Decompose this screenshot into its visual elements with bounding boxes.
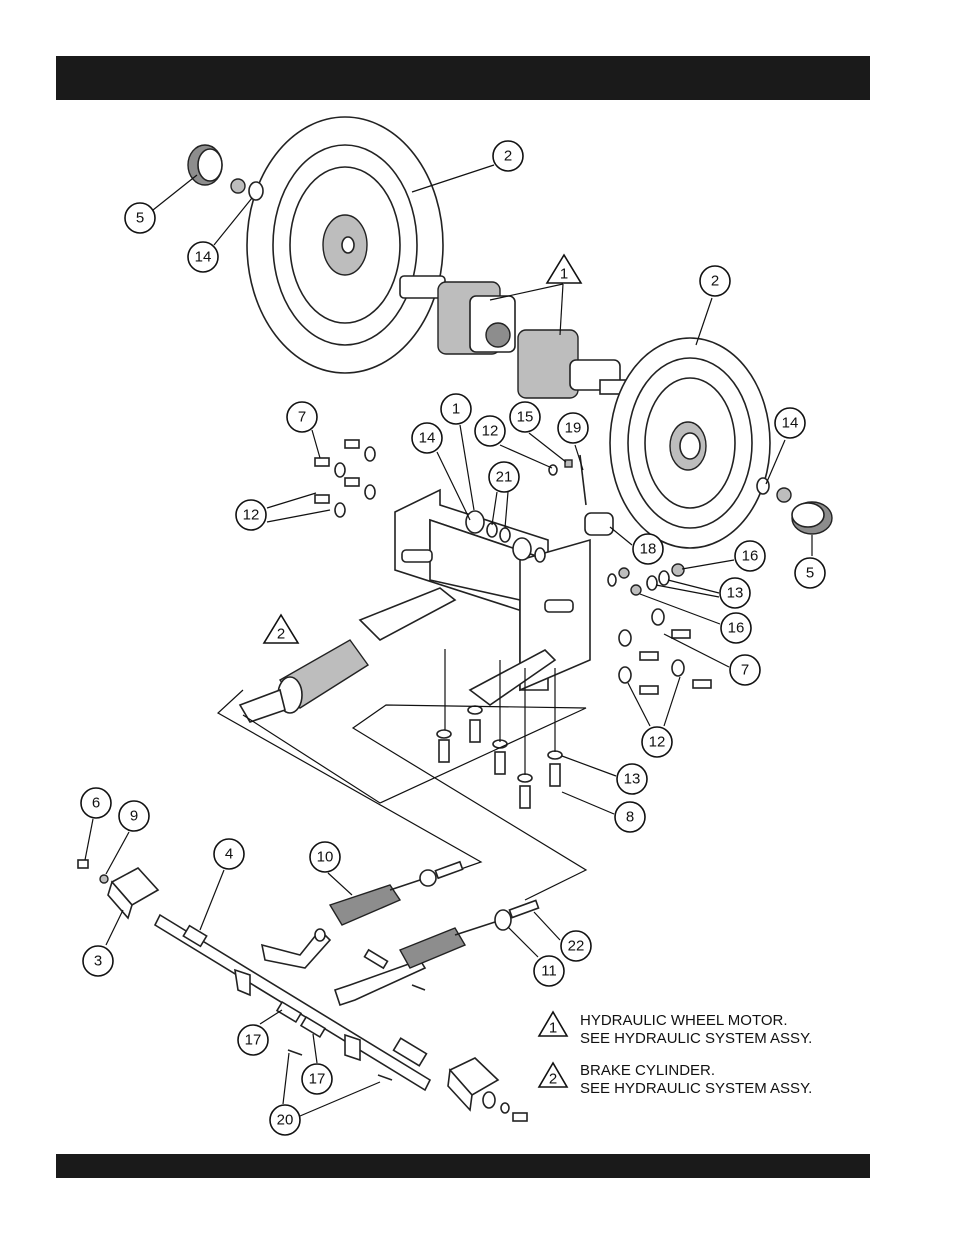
- hydraulic-motor-right: [518, 330, 630, 398]
- callout-label: 7: [298, 409, 306, 426]
- callout-label: 11: [541, 963, 557, 980]
- callout-label: 3: [94, 953, 102, 970]
- callout-label: 9: [130, 808, 138, 825]
- callout-12: 12: [642, 727, 672, 757]
- callout-label: 6: [92, 795, 100, 812]
- note-2-line-1: BRAKE CYLINDER.: [580, 1062, 812, 1080]
- callout-label: 16: [728, 620, 745, 637]
- hub-cap-right: [792, 502, 832, 534]
- callout-label: 20: [277, 1112, 294, 1129]
- callout-5: 5: [795, 558, 825, 588]
- nut-washer-left: [231, 179, 263, 200]
- callout-label: 13: [727, 585, 744, 602]
- triangle-marker-1: 1: [547, 255, 581, 283]
- callout-9: 9: [119, 801, 149, 831]
- callout-label: 8: [626, 809, 634, 826]
- callout-label: 17: [309, 1071, 326, 1088]
- callout-label: 2: [711, 273, 719, 290]
- callout-2: 2: [700, 266, 730, 296]
- callout-label: 16: [742, 548, 759, 565]
- callout-label: 17: [245, 1032, 262, 1049]
- hub-cap-left: [188, 145, 222, 185]
- callout-15: 15: [510, 402, 540, 432]
- note-2-symbol-label: 2: [549, 1071, 557, 1088]
- callout-7: 7: [287, 402, 317, 432]
- note-1-line-2: SEE HYDRAULIC SYSTEM ASSY.: [580, 1030, 812, 1048]
- callout-18: 18: [633, 534, 663, 564]
- bolts-right-frame: [608, 564, 711, 694]
- callout-label: 13: [624, 771, 641, 788]
- brake-clamp-left: [78, 860, 158, 918]
- callout-6: 6: [81, 788, 111, 818]
- note-1-symbol: 1: [539, 1012, 567, 1037]
- callout-20: 20: [270, 1105, 300, 1135]
- callout-21: 21: [489, 462, 519, 492]
- note-1-line-1: HYDRAULIC WHEEL MOTOR.: [580, 1012, 812, 1030]
- callout-12: 12: [236, 500, 266, 530]
- wheel-left: [247, 117, 443, 373]
- callout-label: 12: [649, 734, 666, 751]
- callout-13: 13: [617, 764, 647, 794]
- callout-label: 12: [482, 423, 499, 440]
- callout-label: 21: [496, 469, 513, 486]
- triangle-label: 2: [277, 626, 285, 643]
- callout-label: 1: [452, 401, 460, 418]
- callout-2: 2: [493, 141, 523, 171]
- note-2: BRAKE CYLINDER. SEE HYDRAULIC SYSTEM ASS…: [580, 1062, 812, 1098]
- callout-label: 14: [195, 249, 212, 266]
- callout-label: 14: [782, 415, 799, 432]
- callout-12: 12: [475, 416, 505, 446]
- note-2-symbol: 2: [539, 1063, 567, 1088]
- brake-shaft: [155, 915, 430, 1090]
- callout-22: 22: [561, 931, 591, 961]
- callout-14: 14: [412, 423, 442, 453]
- callout-label: 15: [517, 409, 534, 426]
- callout-11: 11: [534, 956, 564, 986]
- callout-label: 5: [136, 210, 144, 227]
- washer-nut-right: [757, 478, 791, 502]
- callout-label: 22: [568, 938, 585, 955]
- brake-clamp-right: [448, 1058, 527, 1121]
- callout-17: 17: [302, 1064, 332, 1094]
- callout-14: 14: [188, 242, 218, 272]
- triangle-marker-2: 2: [264, 615, 298, 643]
- callout-16: 16: [721, 613, 751, 643]
- bolts-upper-left: [315, 440, 375, 517]
- callout-7: 7: [730, 655, 760, 685]
- callout-label: 14: [419, 430, 436, 447]
- callout-label: 18: [640, 541, 657, 558]
- note-2-line-2: SEE HYDRAULIC SYSTEM ASSY.: [580, 1080, 812, 1098]
- callout-17: 17: [238, 1025, 268, 1055]
- callout-19: 19: [558, 413, 588, 443]
- callout-label: 2: [504, 148, 512, 165]
- note-1: HYDRAULIC WHEEL MOTOR. SEE HYDRAULIC SYS…: [580, 1012, 812, 1048]
- callout-label: 19: [565, 420, 582, 437]
- brake-cylinder: [240, 640, 368, 722]
- callout-label: 5: [806, 565, 814, 582]
- callout-3: 3: [83, 946, 113, 976]
- note-1-symbol-label: 1: [549, 1020, 557, 1037]
- callout-5: 5: [125, 203, 155, 233]
- callout-10: 10: [310, 842, 340, 872]
- callout-14: 14: [775, 408, 805, 438]
- callout-label: 7: [741, 662, 749, 679]
- springs: [330, 880, 495, 968]
- pin-and-nut: [549, 455, 613, 535]
- callout-4: 4: [214, 839, 244, 869]
- callout-8: 8: [615, 802, 645, 832]
- callout-label: 12: [243, 507, 260, 524]
- callout-label: 10: [317, 849, 334, 866]
- wheel-right: [610, 338, 770, 548]
- callout-label: 4: [225, 846, 233, 863]
- triangle-label: 1: [560, 266, 568, 283]
- callout-16: 16: [735, 541, 765, 571]
- callout-1: 1: [441, 394, 471, 424]
- eye-bolts: [420, 862, 539, 930]
- callout-13: 13: [720, 578, 750, 608]
